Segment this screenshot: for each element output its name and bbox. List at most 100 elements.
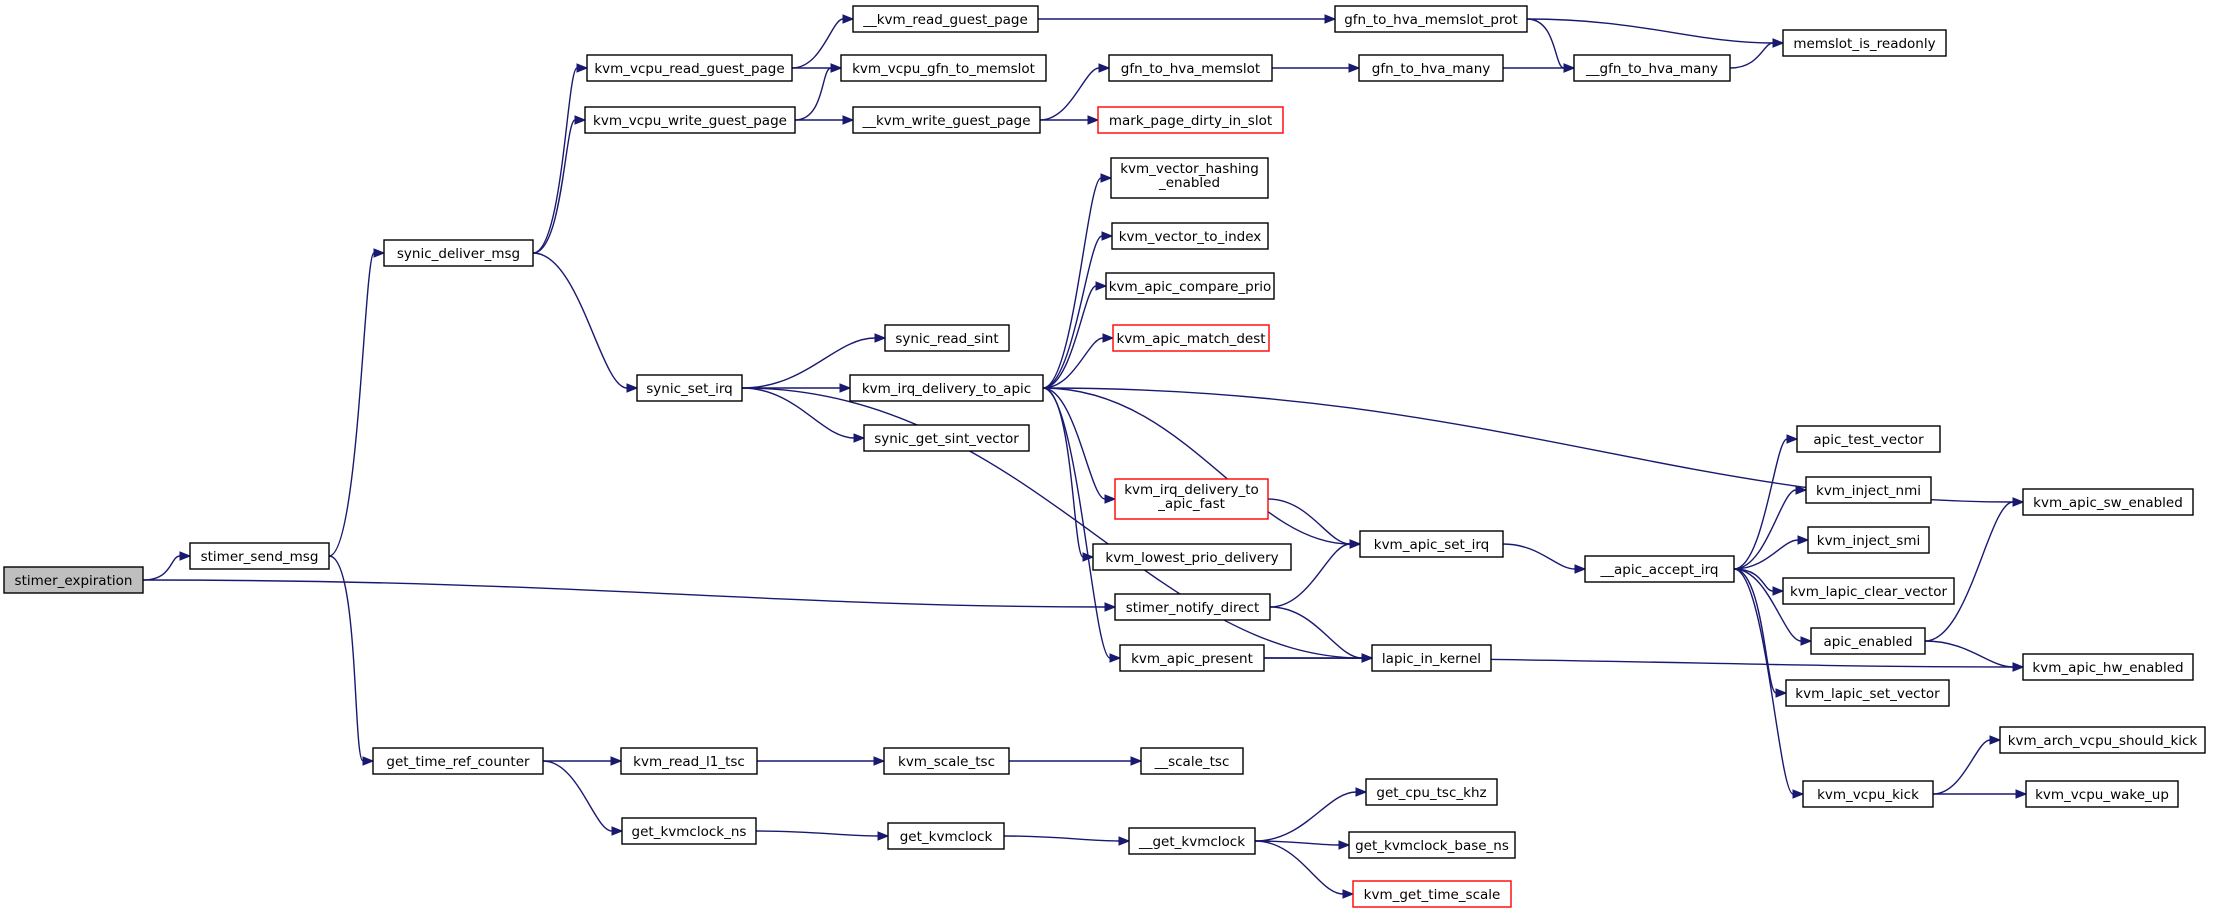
node-synic-read-sint[interactable]: synic_read_sint: [884, 324, 1010, 352]
node-kvm-vcpu-wake-up[interactable]: kvm_vcpu_wake_up: [2025, 780, 2179, 808]
edge-kvm-irq-delivery-to-apic-to-kvm-apic-set-irq: [1042, 387, 1362, 549]
node-box: [1782, 577, 1955, 605]
node-get-kvmclock-ns[interactable]: get_kvmclock_ns: [621, 817, 757, 845]
node-label: apic_test_vector: [1813, 432, 1924, 448]
node-scale-tsc[interactable]: __scale_tsc: [1140, 747, 1244, 775]
node-label: kvm_inject_nmi: [1816, 483, 1921, 499]
node-synic-set-irq[interactable]: synic_set_irq: [636, 374, 743, 402]
node-kvm-read-guest-page[interactable]: __kvm_read_guest_page: [852, 5, 1039, 33]
node-kvm-lapic-clear-vector[interactable]: kvm_lapic_clear_vector: [1782, 577, 1955, 605]
node-kvm-apic-sw-enabled[interactable]: kvm_apic_sw_enabled: [2022, 488, 2194, 516]
node-gfn-to-hva-many[interactable]: __gfn_to_hva_many: [1573, 54, 1731, 82]
edge-kvm-irq-delivery-to-apic-to-kvm-vector-hashing-enabled: [1042, 173, 1113, 389]
node-kvm-vcpu-read-guest-page[interactable]: kvm_vcpu_read_guest_page: [586, 54, 793, 82]
node-lapic-in-kernel[interactable]: lapic_in_kernel: [1371, 644, 1492, 672]
node-box: [621, 817, 757, 845]
call-graph-edges: [142, 14, 2028, 899]
node-label: stimer_notify_direct: [1126, 600, 1260, 616]
node-gfn-to-hva-memslot-prot[interactable]: gfn_to_hva_memslot_prot: [1334, 5, 1528, 33]
node-kvm-arch-vcpu-should-kick[interactable]: kvm_arch_vcpu_should_kick: [1999, 726, 2206, 754]
node-box: [883, 747, 1010, 775]
node-kvm-inject-smi[interactable]: kvm_inject_smi: [1807, 526, 1930, 554]
node-box: [1105, 272, 1275, 300]
node-kvm-apic-present[interactable]: kvm_apic_present: [1119, 644, 1265, 672]
node-kvm-apic-match-dest[interactable]: kvm_apic_match_dest: [1112, 324, 1270, 352]
node-box: [620, 747, 758, 775]
node-label: __gfn_to_hva_many: [1585, 61, 1718, 77]
node-box: [1112, 324, 1270, 352]
node-box: [1796, 425, 1941, 453]
node-kvm-vcpu-gfn-to-memslot[interactable]: kvm_vcpu_gfn_to_memslot: [840, 54, 1047, 82]
node-box: [884, 324, 1010, 352]
edge-gfn-to-hva-memslot-prot-to-gfn-to-hva-many-u: [1526, 18, 1576, 73]
node-box: [383, 239, 534, 267]
node-kvm-irq-delivery-to-apic[interactable]: kvm_irq_delivery_to_apic: [849, 374, 1044, 402]
node-kvm-apic-hw-enabled[interactable]: kvm_apic_hw_enabled: [2022, 653, 2194, 681]
node-box: [1119, 644, 1265, 672]
node-box: [1584, 555, 1735, 583]
node-get-time-ref-counter[interactable]: get_time_ref_counter: [372, 747, 544, 775]
node-kvm-apic-compare-prio[interactable]: kvm_apic_compare_prio: [1105, 272, 1275, 300]
edge-kvm-write-guest-page-u-to-mark-page-dirty-in-slot: [1040, 115, 1100, 125]
node-kvm-lowest-prio-delivery[interactable]: kvm_lowest_prio_delivery: [1092, 543, 1292, 571]
node-kvm-apic-set-irq[interactable]: kvm_apic_set_irq: [1359, 530, 1504, 558]
node-get-cpu-tsc-khz[interactable]: get_cpu_tsc_khz: [1365, 778, 1498, 806]
node-get-kvmclock[interactable]: __get_kvmclock: [1128, 827, 1256, 855]
edge-apic-accept-irq-u-to-kvm-vcpu-kick: [1733, 568, 1805, 799]
node-synic-deliver-msg[interactable]: synic_deliver_msg: [383, 239, 534, 267]
node-kvm-irq-delivery-to-apic-fast[interactable]: kvm_irq_delivery_to_apic_fast: [1114, 478, 1269, 520]
node-box: [1810, 627, 1926, 655]
node-label: kvm_inject_smi: [1817, 533, 1920, 549]
node-gfn-to-hva-many[interactable]: gfn_to_hva_many: [1358, 54, 1504, 82]
edge-kvm-read-guest-page-u-to-gfn-to-hva-memslot-prot: [1038, 14, 1337, 24]
node-kvm-write-guest-page[interactable]: __kvm_write_guest_page: [852, 106, 1041, 134]
node-box: [887, 822, 1005, 850]
edge-apic-accept-irq-u-to-kvm-inject-smi: [1733, 535, 1810, 570]
node-kvm-lapic-set-vector[interactable]: kvm_lapic_set_vector: [1785, 679, 1950, 707]
node-label: get_time_ref_counter: [386, 754, 530, 770]
node-box: [586, 54, 793, 82]
node-kvm-vcpu-write-guest-page[interactable]: kvm_vcpu_write_guest_page: [584, 106, 796, 134]
edge-kvm-irq-delivery-to-apic-to-kvm-irq-delivery-to-apic-fast: [1042, 387, 1117, 504]
node-box: [1114, 593, 1271, 621]
node-stimer-notify-direct[interactable]: stimer_notify_direct: [1114, 593, 1271, 621]
node-apic-accept-irq[interactable]: __apic_accept_irq: [1584, 555, 1735, 583]
node-box: [1573, 54, 1731, 82]
node-box: [2022, 653, 2194, 681]
node-kvm-vcpu-kick[interactable]: kvm_vcpu_kick: [1802, 780, 1934, 808]
node-box: [372, 747, 544, 775]
node-label: get_kvmclock: [900, 829, 993, 845]
node-label: kvm_vcpu_wake_up: [2035, 787, 2169, 803]
node-mark-page-dirty-in-slot[interactable]: mark_page_dirty_in_slot: [1097, 106, 1284, 134]
node-gfn-to-hva-memslot[interactable]: gfn_to_hva_memslot: [1108, 54, 1273, 82]
node-label: kvm_lapic_clear_vector: [1790, 584, 1948, 600]
node-label: get_cpu_tsc_khz: [1376, 785, 1486, 801]
node-memslot-is-readonly[interactable]: memslot_is_readonly: [1782, 29, 1947, 57]
node-apic-test-vector[interactable]: apic_test_vector: [1796, 425, 1941, 453]
node-box: [189, 542, 330, 570]
node-label: gfn_to_hva_memslot_prot: [1344, 12, 1518, 28]
edge-kvm-vcpu-write-guest-page-to-kvm-vcpu-gfn-to-memslot: [794, 63, 843, 121]
node-stimer-send-msg[interactable]: stimer_send_msg: [189, 542, 330, 570]
node-box: [1371, 644, 1492, 672]
node-kvm-vector-to-index[interactable]: kvm_vector_to_index: [1111, 222, 1269, 250]
node-kvm-vector-hashing-enabled[interactable]: kvm_vector_hashing_enabled: [1110, 157, 1269, 199]
node-box: [852, 5, 1039, 33]
node-box: [849, 374, 1044, 402]
node-kvm-read-l1-tsc[interactable]: kvm_read_l1_tsc: [620, 747, 758, 775]
node-get-kvmclock[interactable]: get_kvmclock: [887, 822, 1005, 850]
edge-get-kvmclock-to-get-kvmclock-u: [1003, 835, 1131, 846]
node-stimer-expiration[interactable]: stimer_expiration: [3, 566, 144, 594]
node-apic-enabled[interactable]: apic_enabled: [1810, 627, 1926, 655]
node-box: [1140, 747, 1244, 775]
node-kvm-inject-nmi[interactable]: kvm_inject_nmi: [1805, 476, 1932, 504]
node-kvm-scale-tsc[interactable]: kvm_scale_tsc: [883, 747, 1010, 775]
node-get-kvmclock-base-ns[interactable]: get_kvmclock_base_ns: [1348, 831, 1516, 859]
node-kvm-get-time-scale[interactable]: kvm_get_time_scale: [1352, 880, 1512, 908]
edge-apic-accept-irq-u-to-apic-test-vector: [1733, 434, 1799, 570]
edge-get-kvmclock-u-to-kvm-get-time-scale: [1254, 840, 1355, 899]
node-box: [1348, 831, 1516, 859]
edge-stimer-expiration-to-stimer-send-msg: [142, 551, 192, 581]
node-synic-get-sint-vector[interactable]: synic_get_sint_vector: [863, 424, 1030, 452]
